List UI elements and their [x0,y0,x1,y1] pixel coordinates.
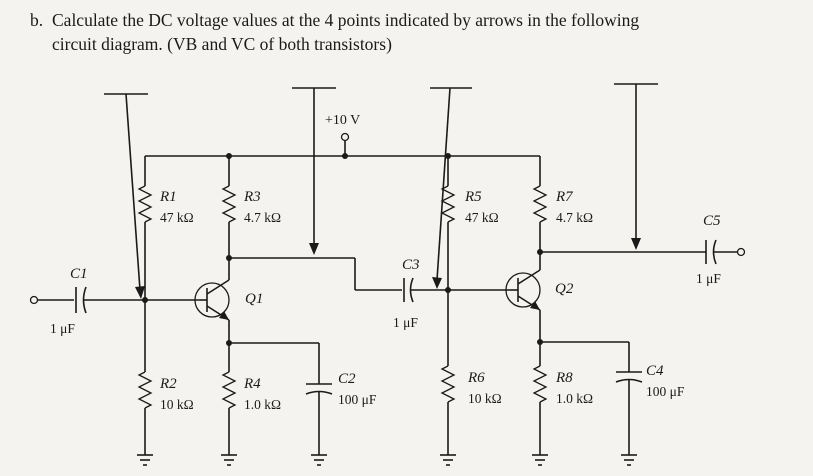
capacitor-c4 [540,341,643,466]
r8-name: R8 [555,370,573,386]
r1-name: R1 [159,189,177,205]
c1-value: 1 μF [50,321,75,336]
question-text: b. Calculate the DC voltage values at the… [30,8,790,56]
r3-value: 4.7 kΩ [244,210,281,225]
probe-arrow-q1-base [104,93,148,299]
r6-name: R6 [467,370,485,386]
q2-name: Q2 [555,281,574,297]
ground-r6 [440,454,456,466]
resistor-r2 [137,300,153,455]
resistor-r6 [440,290,456,455]
c4-name: C4 [646,363,664,379]
probe-arrow-q2-base [430,87,472,289]
resistor-r5 [440,156,456,290]
capacitor-c1 [75,286,145,314]
c2-name: C2 [338,371,356,387]
r1-value: 47 kΩ [160,210,194,225]
capacitor-c3 [229,257,448,303]
r2-value: 10 kΩ [160,397,194,412]
c3-name: C3 [402,257,420,273]
c5-value: 1 μF [696,271,721,286]
q1-name: Q1 [245,291,263,307]
c3-value: 1 μF [393,315,418,330]
question-label: b. [30,10,44,30]
resistor-r7 [532,156,548,270]
c1-name: C1 [70,266,88,282]
question-line-2: circuit diagram. (VB and VC of both tran… [52,34,392,54]
supply-terminal [340,132,350,156]
r7-name: R7 [555,189,574,205]
r5-value: 47 kΩ [465,210,499,225]
r3-name: R3 [243,189,261,205]
ground-r4 [221,454,237,466]
resistor-r8 [532,310,548,455]
question-line-1: Calculate the DC voltage values at the 4… [52,10,640,30]
capacitor-c5 [540,239,746,265]
r5-name: R5 [464,189,482,205]
resistor-r1 [137,156,153,300]
r4-name: R4 [243,376,261,392]
c5-name: C5 [703,213,721,229]
ground-r2 [137,454,153,466]
transistor-q2 [505,269,541,311]
c4-value: 100 μF [646,384,685,399]
ground-r8 [532,454,548,466]
probe-arrow-q2-collector [614,83,658,250]
r6-value: 10 kΩ [468,391,502,406]
input-terminal [29,295,74,305]
r8-value: 1.0 kΩ [556,391,593,406]
r4-value: 1.0 kΩ [244,397,281,412]
probe-arrow-q1-collector [292,87,336,255]
supply-label: +10 V [325,113,360,128]
resistor-r3 [221,156,237,280]
r2-name: R2 [159,376,177,392]
r7-value: 4.7 kΩ [556,210,593,225]
c2-value: 100 μF [338,392,377,407]
transistor-q1 [194,279,230,321]
capacitor-c2 [229,342,333,466]
